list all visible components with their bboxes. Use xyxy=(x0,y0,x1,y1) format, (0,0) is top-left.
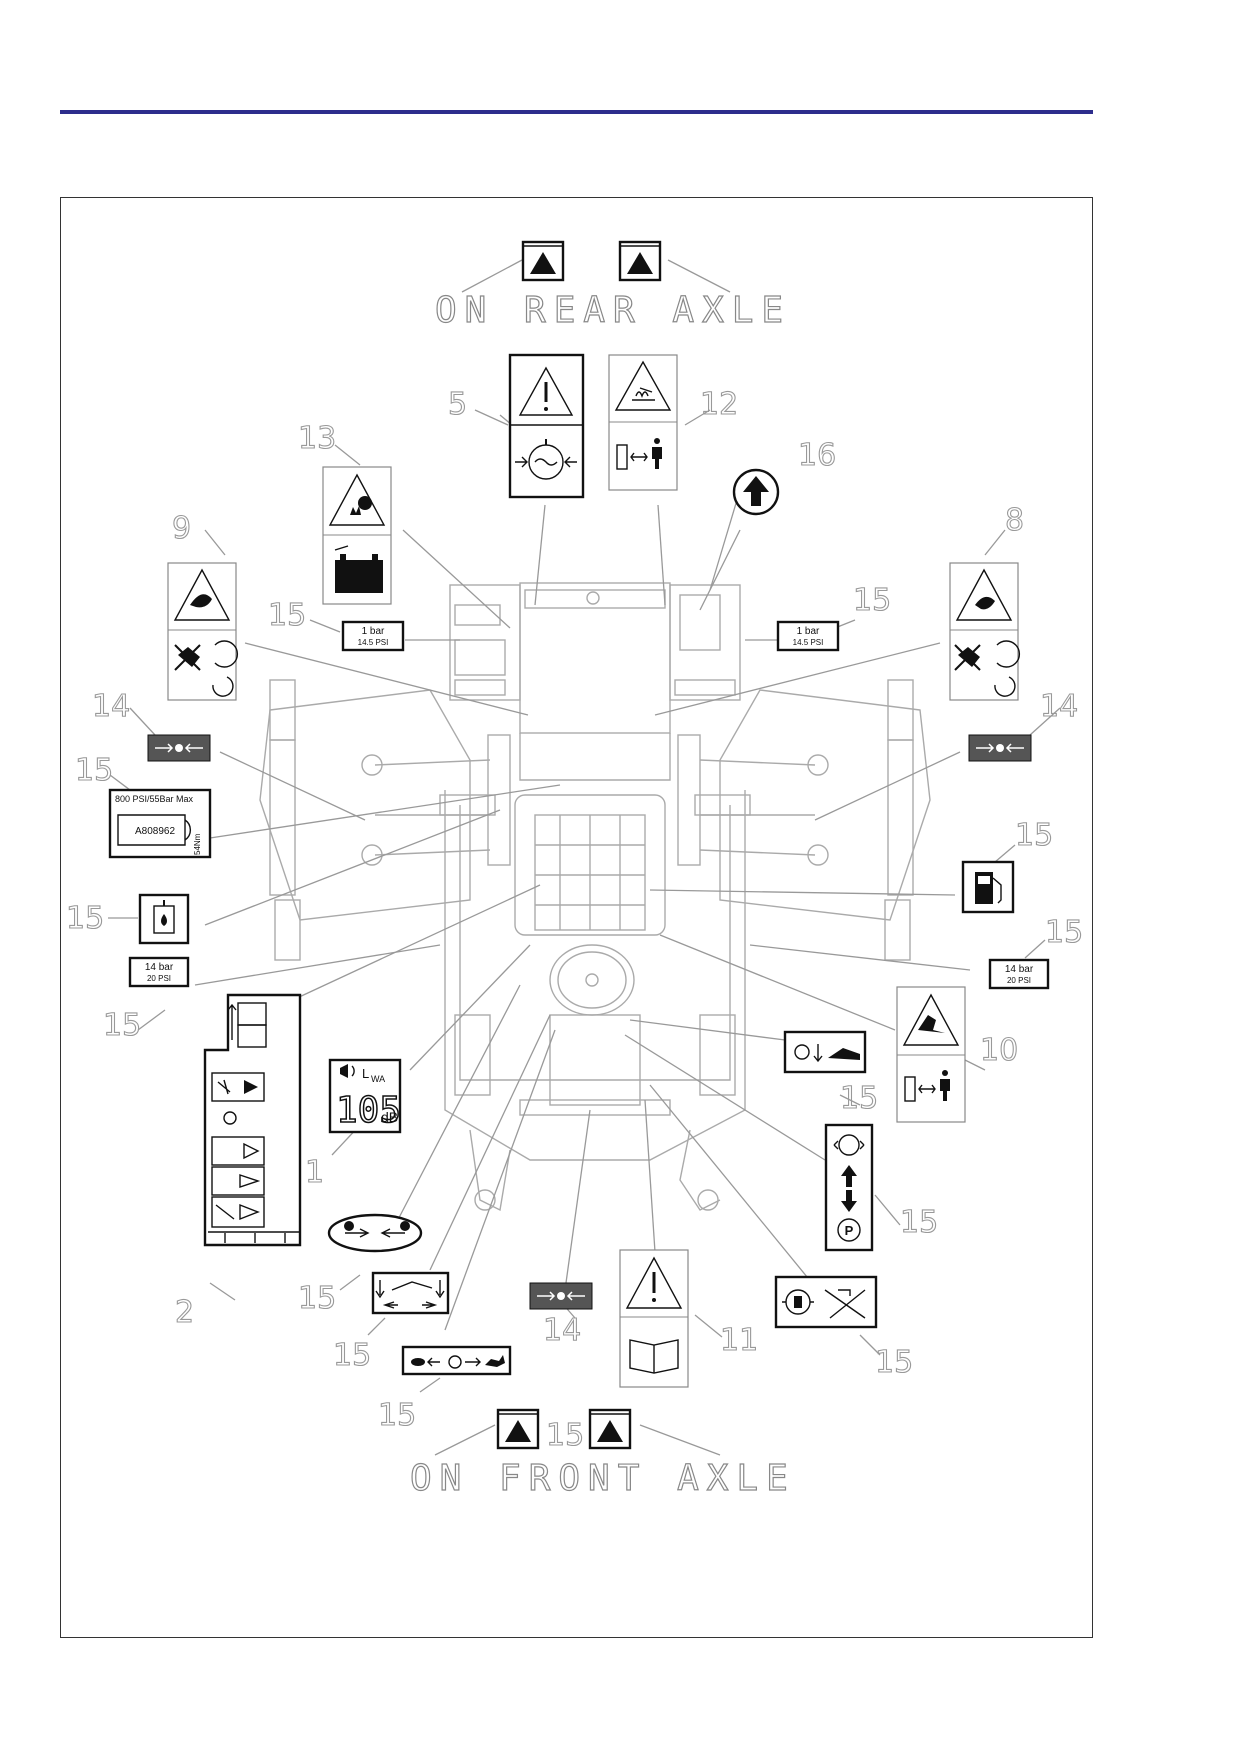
callout-15: 15 xyxy=(333,1338,371,1373)
manual-book-icon xyxy=(629,1339,679,1374)
decal-13-battery-explosion xyxy=(322,466,392,605)
header-rule xyxy=(60,110,1093,114)
front-axle-label: ON FRONT AXLE xyxy=(410,1458,796,1499)
callout-15: 15 xyxy=(378,1398,416,1433)
callout-15: 15 xyxy=(66,901,104,936)
hydraulic-accumulator-decal: 800 PSI/55Bar Max A808962 54Nm xyxy=(108,788,212,859)
turtle-hare-icon xyxy=(411,1355,505,1369)
warning-triangle-icon xyxy=(625,1256,683,1309)
decal-10-crush-hazard xyxy=(896,986,966,1123)
fuel-decal xyxy=(961,860,1015,914)
callout-14: 14 xyxy=(1040,689,1078,724)
svg-text:WA: WA xyxy=(371,1074,385,1084)
callout-15: 15 xyxy=(103,1008,141,1043)
svg-text:1 bar: 1 bar xyxy=(362,626,385,637)
lift-point-icon xyxy=(496,1408,540,1450)
decal-8-rotating-parts xyxy=(949,562,1020,701)
decal-12-hot-surface xyxy=(608,354,678,491)
engine-coolant-icon xyxy=(515,439,577,480)
callout-15: 15 xyxy=(875,1345,913,1380)
callout-15: 15 xyxy=(1015,818,1053,853)
machine-outline xyxy=(259,582,931,1212)
decal-5-engine-warning xyxy=(508,353,585,499)
speed-range-decal xyxy=(401,1345,512,1376)
lift-point-icon xyxy=(588,1408,632,1450)
tyre-pressure-decal-rear-right: 1 bar 14.5 PSI xyxy=(776,620,840,652)
cutter-lower-decal xyxy=(783,1030,867,1074)
svg-text:800 PSI/55Bar Max: 800 PSI/55Bar Max xyxy=(115,794,194,804)
decal-11-read-manual xyxy=(619,1249,689,1388)
fuel-pump-icon xyxy=(975,872,1002,904)
svg-text:P: P xyxy=(845,1223,854,1238)
decal-14-grease-point xyxy=(968,734,1032,762)
svg-text:A808962: A808962 xyxy=(135,826,175,837)
callout-10: 10 xyxy=(980,1033,1018,1068)
svg-text:1 bar: 1 bar xyxy=(797,626,820,637)
keep-distance-icon xyxy=(616,438,662,470)
decal-14-grease-point xyxy=(147,734,211,762)
decal-14-grease-point xyxy=(529,1282,593,1310)
callout-1: 1 xyxy=(305,1155,324,1190)
svg-text:20 PSI: 20 PSI xyxy=(1007,976,1031,985)
callout-12: 12 xyxy=(700,387,738,422)
svg-text:105: 105 xyxy=(336,1090,401,1131)
callout-5: 5 xyxy=(448,387,467,422)
hot-surface-icon xyxy=(614,360,672,411)
hydraulic-oil-decal xyxy=(138,893,190,945)
warning-triangle-icon xyxy=(518,366,574,416)
diagram-frame xyxy=(60,197,1093,1638)
hydraulic-oil-icon xyxy=(153,900,175,934)
callout-14: 14 xyxy=(92,689,130,724)
callout-13: 13 xyxy=(298,421,336,456)
svg-text:54Nm: 54Nm xyxy=(193,833,202,855)
callout-11: 11 xyxy=(720,1323,758,1358)
leader-lines xyxy=(108,259,1061,1456)
parking-brake-decal: P xyxy=(824,1123,874,1252)
warning-triangle-icon xyxy=(173,568,231,621)
rotating-parts-icon xyxy=(174,640,238,697)
svg-text:14.5 PSI: 14.5 PSI xyxy=(358,638,389,647)
callout-15: 15 xyxy=(1045,915,1083,950)
callout-2: 2 xyxy=(175,1295,194,1330)
parking-brake-icon: P xyxy=(837,1218,861,1242)
callout-15: 15 xyxy=(900,1205,938,1240)
callout-15: 15 xyxy=(75,753,113,788)
callout-labels: 5 12 13 16 9 8 15 15 14 14 15 15 15 15 1… xyxy=(65,386,1083,1453)
tyre-pressure-decal-rear-left: 1 bar 14.5 PSI xyxy=(341,620,405,652)
keep-distance-icon xyxy=(904,1070,950,1102)
svg-text:14 bar: 14 bar xyxy=(145,962,174,973)
callout-14: 14 xyxy=(543,1313,581,1348)
callout-15: 15 xyxy=(840,1081,878,1116)
svg-text:14.5 PSI: 14.5 PSI xyxy=(793,638,824,647)
lift-point-icon xyxy=(618,240,662,282)
rear-axle-label: ON REAR AXLE xyxy=(435,290,791,331)
warning-triangle-icon xyxy=(955,568,1013,621)
callout-16: 16 xyxy=(798,438,836,473)
lift-point-icon xyxy=(521,240,565,282)
decal-16-direction-arrow xyxy=(732,468,780,516)
cutter-lift-decal xyxy=(371,1271,450,1315)
svg-text:dB: dB xyxy=(381,1109,398,1125)
decal-9-rotating-parts xyxy=(167,562,238,701)
tyre-pressure-decal-front-right: 14 bar 20 PSI xyxy=(988,958,1050,990)
svg-text:14 bar: 14 bar xyxy=(1005,964,1034,975)
drive-mode-decal xyxy=(327,1213,423,1253)
callout-15: 15 xyxy=(546,1418,584,1453)
callout-8: 8 xyxy=(1005,503,1024,538)
svg-text:L: L xyxy=(362,1066,369,1081)
callout-15: 15 xyxy=(298,1281,336,1316)
speaker-icon xyxy=(340,1064,348,1078)
cutter-float-decal xyxy=(774,1275,878,1329)
svg-text:20 PSI: 20 PSI xyxy=(147,974,171,983)
callout-9: 9 xyxy=(172,511,191,546)
callout-15: 15 xyxy=(853,583,891,618)
warning-triangle-icon xyxy=(902,993,960,1046)
battery-explosion-icon xyxy=(334,545,383,593)
rotating-parts-icon xyxy=(954,640,1020,697)
decal-1-noise-level: L WA 105 dB xyxy=(328,1058,402,1134)
callout-15: 15 xyxy=(268,598,306,633)
tyre-pressure-decal-front-left: 14 bar 20 PSI xyxy=(128,956,190,988)
decal-2-control-panel xyxy=(203,993,302,1247)
